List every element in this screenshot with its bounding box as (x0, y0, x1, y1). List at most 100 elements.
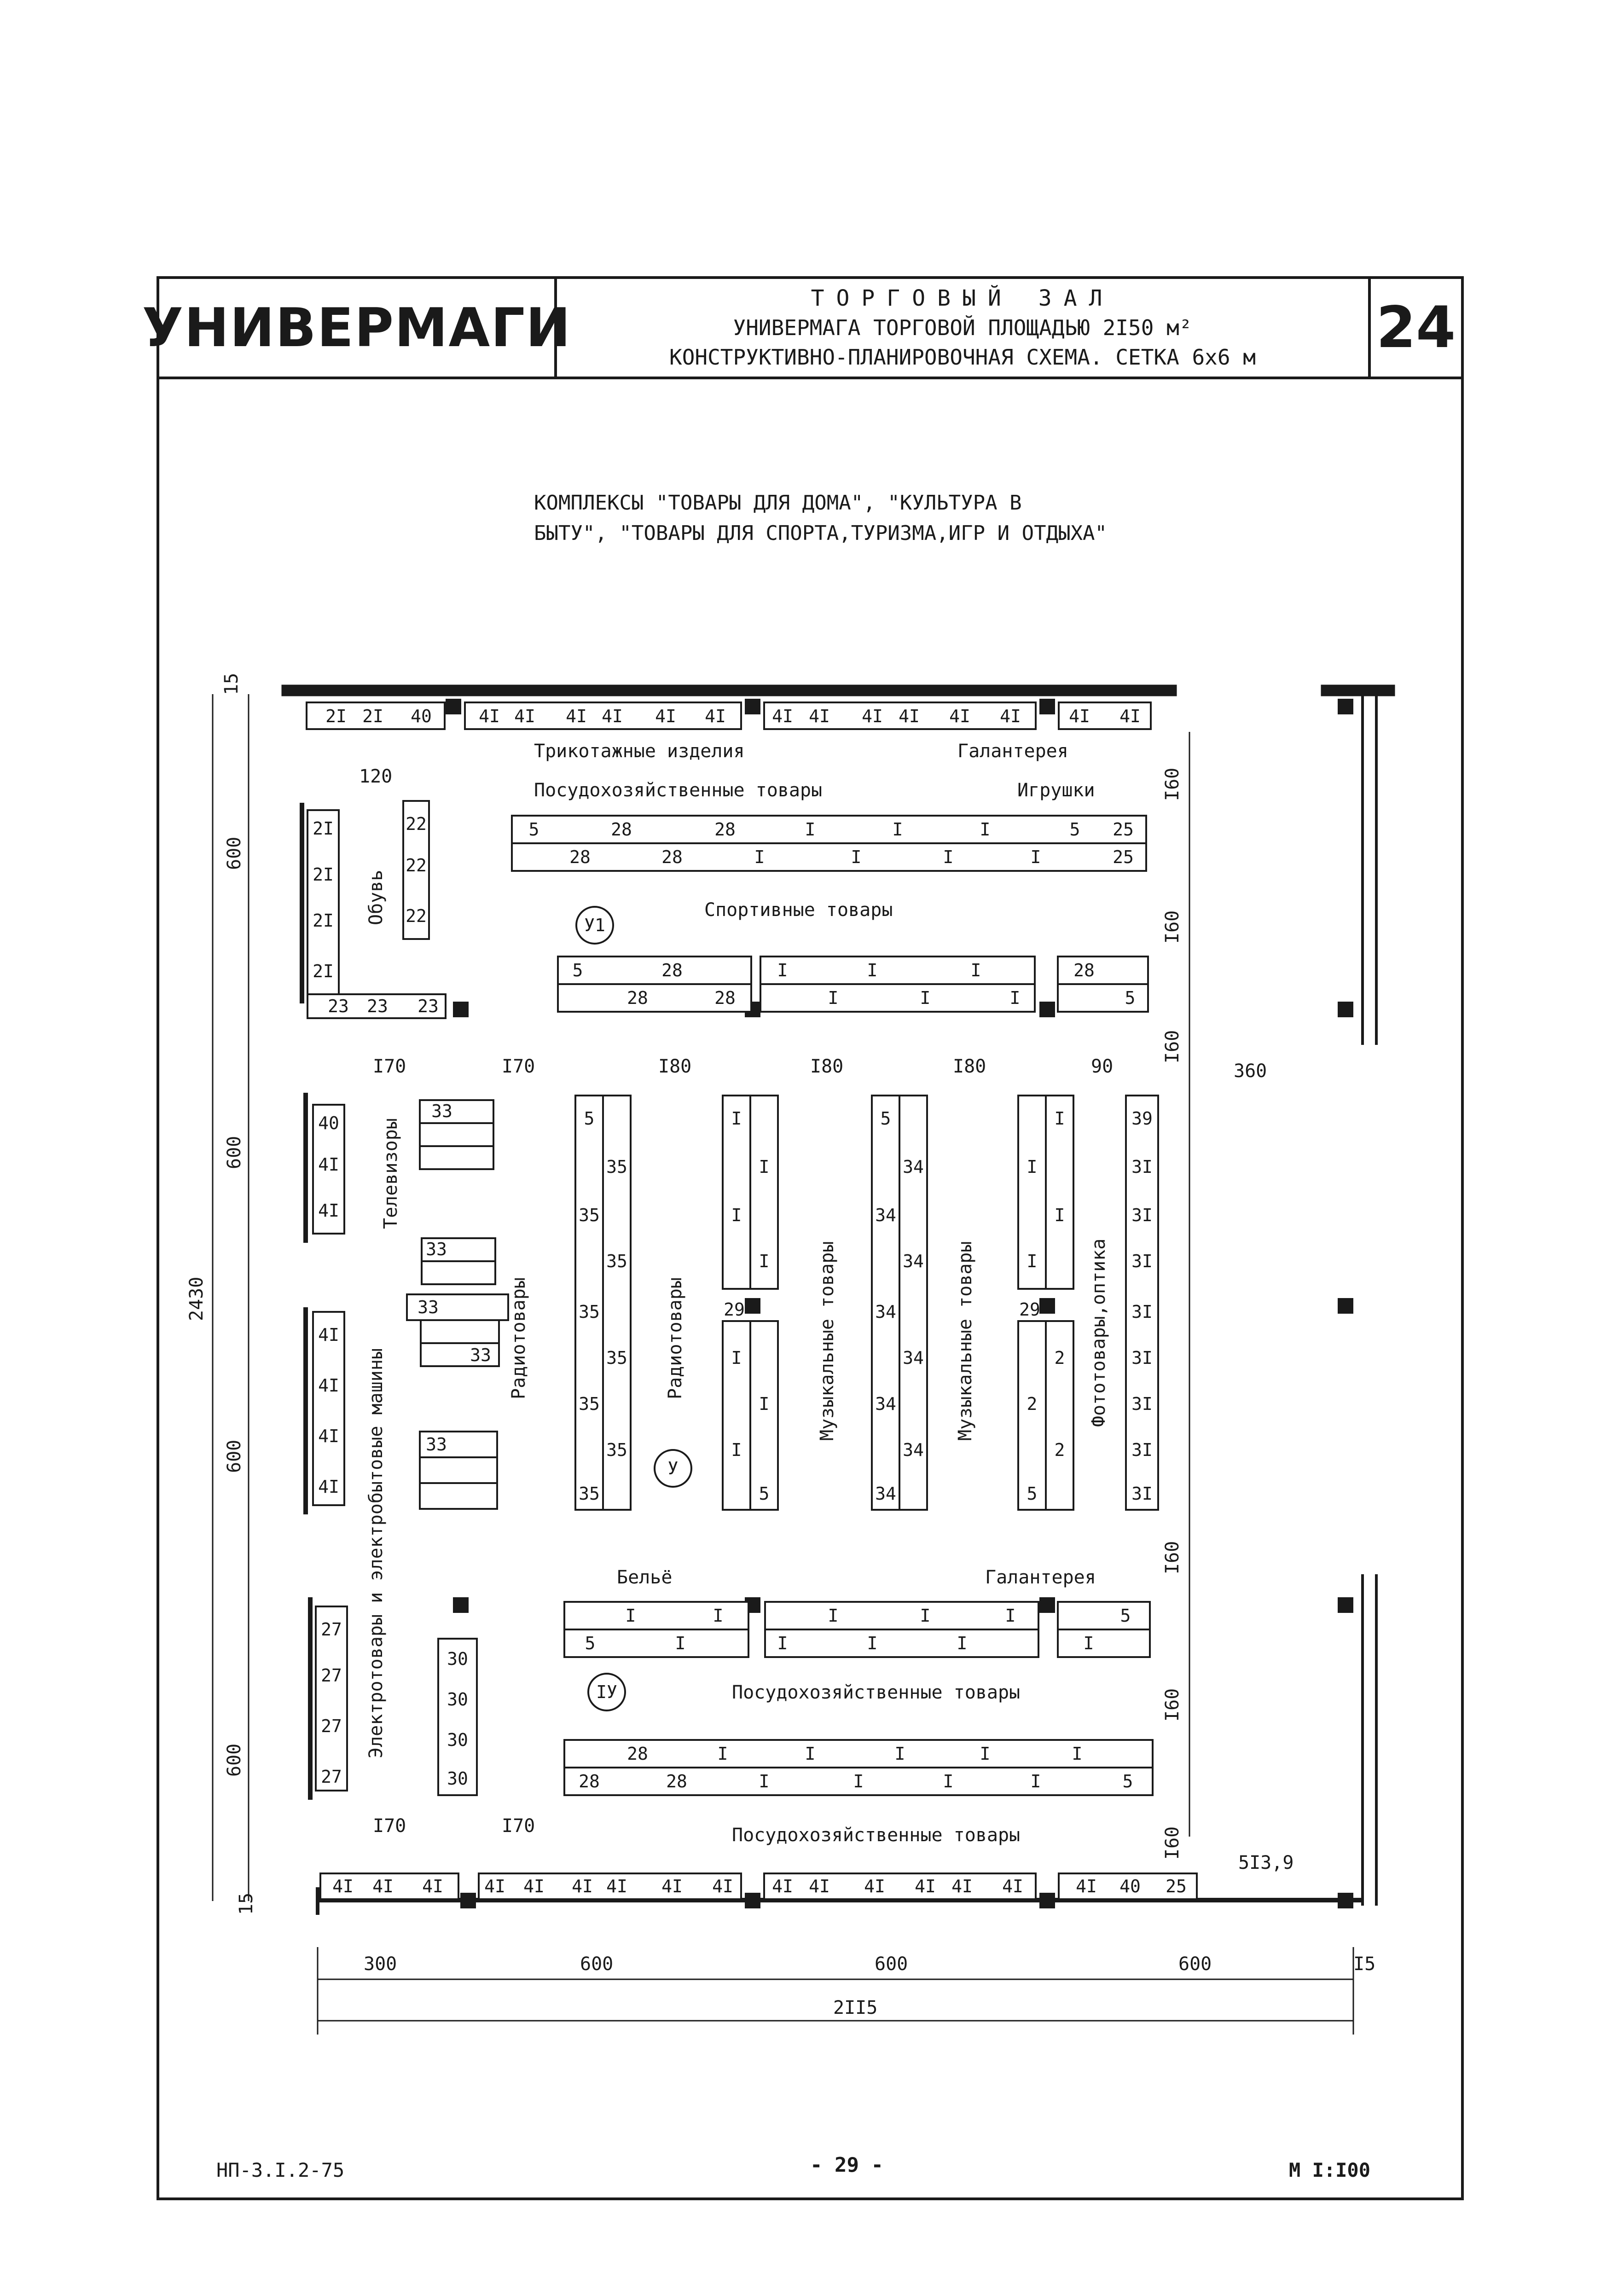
shelf-number: 2 (1027, 1394, 1038, 1414)
shelf-number: 33 (426, 1434, 447, 1455)
shelf-number: 22 (406, 855, 427, 875)
column (446, 699, 461, 714)
label-haberdashery-top: Галантерея (957, 741, 1068, 762)
dim-total-height: 2430 (186, 1277, 207, 1321)
shelf-number: I (828, 1606, 839, 1626)
sheet-title: ТОРГОВЫЙ ЗАЛ УНИВЕРМАГА ТОРГОВОЙ ПЛОЩАДЬ… (557, 279, 1371, 377)
shelf-number: 29 (1019, 1299, 1040, 1320)
marker-circle (654, 1449, 692, 1488)
column (1039, 699, 1055, 714)
dim-170: I70 (502, 1056, 535, 1077)
shelf-number: 35 (606, 1348, 627, 1368)
shelf-number: 30 (447, 1649, 468, 1669)
shelf-number: 4I (772, 706, 793, 726)
label-haberdashery-bottom: Галантерея (985, 1567, 1096, 1588)
left-wall-shelf-numbers: 2I 2I 2I 2I 23 23 23 40 4I 4I 4I 4I 4I 4… (313, 818, 439, 1787)
shelf-number: I (943, 1771, 954, 1791)
shelf-number: I (851, 847, 862, 867)
tv-radio-stands (406, 1099, 509, 1510)
shelf-number: 28 (627, 1744, 648, 1764)
shelf-number: 4I (915, 1876, 936, 1896)
shelf-number: 33 (431, 1101, 452, 1121)
vertical-counter-numbers: 5 35 35 35 35 35 35 35 35 I I I I I I I … (579, 1108, 1153, 1504)
shelf-number: 4I (705, 706, 726, 726)
shelf-number: 35 (606, 1251, 627, 1271)
shelf-number: 5 (585, 1633, 596, 1653)
shelf-number: I (943, 847, 954, 867)
column (1338, 699, 1353, 714)
shelf-number: 34 (875, 1205, 896, 1225)
shelf-number: 30 (447, 1768, 468, 1789)
label-linen: Бельё (617, 1567, 672, 1588)
vertical-counters (574, 1095, 1159, 1511)
shelf-number: I (675, 1633, 686, 1653)
shelf-number: 29 (724, 1299, 745, 1320)
shelf-number: I (731, 1205, 742, 1225)
dim-170: I70 (373, 1056, 406, 1077)
shelf-number: I (1055, 1108, 1065, 1129)
shelf-number: 2I (313, 961, 334, 981)
dim-513: 5I3,9 (1238, 1852, 1293, 1873)
dim-160: I60 (1162, 1826, 1183, 1860)
shelf-number: 30 (447, 1730, 468, 1750)
shelf-number: 27 (321, 1716, 342, 1736)
column (1039, 1002, 1055, 1017)
top-wall-shelf-numbers: 2I 2I 40 4I 4I 4I 4I 4I 4I 4I 4I 4I 4I 4… (325, 706, 1141, 726)
shelf-number: 4I (809, 706, 830, 726)
shelf-number: 4I (772, 1876, 793, 1896)
label-music-2: Музыкальные товары (955, 1241, 976, 1441)
shelf-number: 3I (1131, 1348, 1153, 1368)
shelf-number: 40 (411, 706, 432, 726)
shelf-number: I (777, 1633, 788, 1653)
shelf-number: 3I (1131, 1251, 1153, 1271)
shelf-number: I (1005, 1606, 1016, 1626)
dimension-labels: 2430 600 600 600 600 15 15 120 I60 I60 I… (186, 673, 1375, 2018)
shelf-number: 3I (1131, 1205, 1153, 1225)
shelf-number: I (1072, 1744, 1083, 1764)
shelf-number: 28 (1073, 960, 1095, 980)
column (1039, 1893, 1055, 1908)
dim-600: 600 (580, 1954, 613, 1975)
shelf-number: 5 (1070, 819, 1080, 840)
label-household-top: Посудохозяйственные товары (534, 780, 822, 801)
shelf-number: I (867, 1633, 878, 1653)
dim-600: 600 (224, 1744, 245, 1777)
shelf-number: 5 (881, 1108, 891, 1129)
left-wall-shelves (307, 809, 447, 1791)
shelf-number: 2 (1055, 1348, 1065, 1368)
shelf-number: 28 (661, 960, 683, 980)
shelf-number: 34 (903, 1157, 924, 1177)
shelf-number: 2I (362, 706, 383, 726)
shelf-number: 28 (569, 847, 591, 867)
shelf-number: 33 (426, 1239, 447, 1259)
markers: У1 У IУ (575, 906, 692, 1711)
sheet-number: 24 (1376, 295, 1456, 361)
shelf-number: 35 (579, 1205, 600, 1225)
upper-counter-numbers: 5 28 28 I I I 5 25 28 28 I I I I 25 5 28… (529, 819, 1136, 1008)
column (453, 1597, 469, 1613)
shelf-number: I (754, 847, 765, 867)
shelf-number: 4I (899, 706, 920, 726)
title-line-2: УНИВЕРМАГА ТОРГОВОЙ ПЛОЩАДЬЮ 2I50 м² (733, 315, 1192, 340)
shelf-number: 34 (875, 1394, 896, 1414)
dim-15: I5 (1353, 1954, 1375, 1975)
label-knitwear: Трикотажные изделия (534, 741, 745, 762)
shelf-number: 33 (470, 1345, 491, 1365)
label-sports: Спортивные товары (704, 899, 893, 921)
shelf-number: 28 (714, 819, 736, 840)
column (745, 1298, 760, 1314)
shelf-number: I (853, 1771, 864, 1791)
shelf-number: 34 (903, 1440, 924, 1460)
column (1338, 1298, 1353, 1314)
title-block: УНИВЕРМАГИ ТОРГОВЫЙ ЗАЛ УНИВЕРМАГА ТОРГО… (142, 276, 1464, 379)
walls (281, 684, 1395, 1915)
dim-600: 600 (224, 1440, 245, 1473)
label-music-1: Музыкальные товары (817, 1241, 838, 1441)
lower-counter-numbers: I I I I I 5 5 I I I I I 28 I I I I I 28 … (579, 1606, 1133, 1791)
shelf-number: 4I (572, 1876, 593, 1896)
shelf-number: 35 (606, 1157, 627, 1177)
column (1338, 1597, 1353, 1613)
shelf-number: 4I (318, 1154, 339, 1175)
lower-counter-rows (563, 1601, 1154, 1796)
